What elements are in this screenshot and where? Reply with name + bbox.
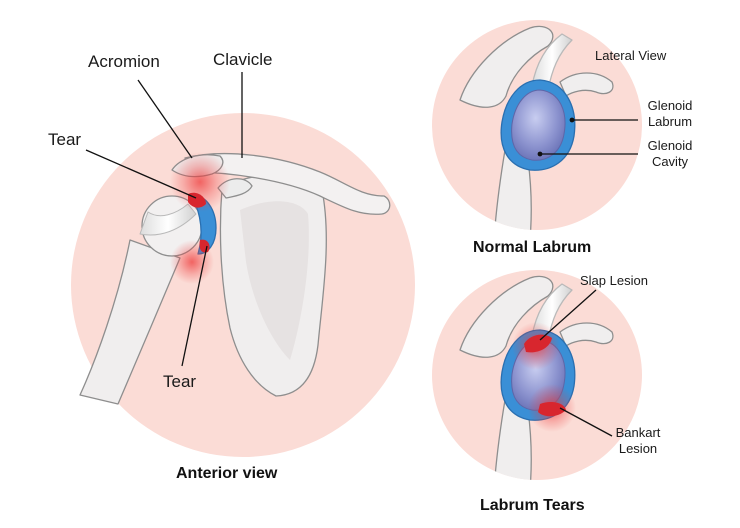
bankart-leader-line <box>559 407 613 437</box>
clavicle-label: Clavicle <box>213 50 273 69</box>
tear-lower-label: Tear <box>163 372 197 391</box>
tear-upper-leader-line <box>85 149 197 199</box>
acromion-label: Acromion <box>88 52 160 71</box>
normal-labrum-caption: Normal Labrum <box>473 239 592 256</box>
glenoid-cavity-label-line2: Cavity <box>651 153 689 169</box>
scapula-inner-shadow <box>240 201 309 360</box>
clavicle-bone <box>184 152 391 215</box>
normal-glenoid-cavity <box>511 89 566 161</box>
glenoid-labrum-label-line1: Glenoid <box>647 98 693 113</box>
tear-acromion <box>459 275 554 358</box>
glenoid-cavity-label: Glenoid Cavity <box>636 138 704 170</box>
glenoid-cavity-label-line1: Glenoid <box>647 138 693 153</box>
slap-leader-line <box>539 289 597 341</box>
tear-coracoid <box>559 322 614 347</box>
labrum-tears-panel <box>432 270 642 480</box>
acromion-leader-line <box>137 79 193 159</box>
acromion-inflammation-glow <box>170 152 230 212</box>
normal-acromion <box>459 25 554 108</box>
tear-lower-leader-line <box>181 245 208 367</box>
bankart-lesion-label-line1: Bankart <box>615 425 661 440</box>
normal-scapula-neck <box>493 149 532 230</box>
bankart-lesion-label: Bankart Lesion <box>608 425 668 457</box>
glenoid-labrum-dot <box>569 117 575 123</box>
glenoid-cavity-dot <box>537 151 543 157</box>
lateral-view-label: Lateral View <box>595 48 667 63</box>
normal-coracoid <box>559 72 614 97</box>
anterior-view-panel <box>71 72 415 457</box>
biceps-tendon <box>139 203 197 236</box>
normal-biceps-tendon <box>531 33 573 91</box>
glenoid-labrum-label-line2: Labrum <box>647 113 693 129</box>
normal-labrum-panel <box>432 20 642 230</box>
anterior-view-caption: Anterior view <box>176 465 278 482</box>
glenoid-lateral-illustration <box>459 25 614 230</box>
slap-lesion-label: Slap Lesion <box>580 273 648 288</box>
slap-lesion-mark <box>524 334 552 353</box>
tear-scapula-neck <box>493 399 532 480</box>
bankart-lesion-mark <box>538 402 566 417</box>
tear-upper-label: Tear <box>48 130 82 149</box>
humerus-shaft <box>79 239 181 405</box>
bankart-lesion-label-line2: Lesion <box>618 440 658 456</box>
labrum-tears-caption: Labrum Tears <box>480 497 585 514</box>
lower-tear-mark <box>199 239 210 253</box>
glenoid-labrum-label: Glenoid Labrum <box>636 98 704 130</box>
